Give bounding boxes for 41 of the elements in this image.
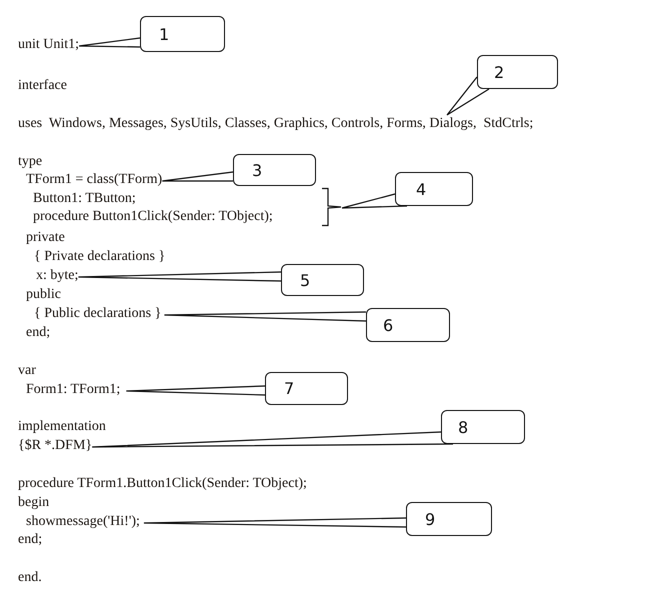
callout-pointer bbox=[446, 76, 490, 116]
code-line: end; bbox=[18, 531, 42, 549]
code-line: end. bbox=[18, 569, 42, 587]
code-line: Button1: TButton; bbox=[33, 190, 136, 208]
callout-box: 7 bbox=[265, 372, 348, 405]
code-line: {$R *.DFM} bbox=[18, 437, 92, 455]
callout-box: 6 bbox=[366, 308, 450, 342]
code-line: { Private declarations } bbox=[34, 248, 166, 266]
code-line: private bbox=[26, 229, 65, 247]
callout-box: 3 bbox=[233, 154, 316, 186]
code-line: { Public declarations } bbox=[34, 305, 164, 323]
code-line: x: byte; bbox=[36, 267, 78, 285]
callout-pointer bbox=[143, 517, 407, 528]
callout-box: 8 bbox=[441, 410, 525, 444]
callout-box: 5 bbox=[281, 264, 364, 296]
code-line: unit Unit1; bbox=[18, 36, 80, 54]
callout-pointer bbox=[341, 193, 408, 209]
callout-box: 2 bbox=[477, 55, 558, 89]
callout-box: 4 bbox=[395, 172, 473, 206]
callout-pointer bbox=[162, 171, 234, 182]
code-line: Form1: TForm1; bbox=[26, 381, 126, 399]
code-line: procedure TForm1.Button1Click(Sender: TObject); bbox=[18, 475, 307, 493]
curly-bracket bbox=[322, 188, 342, 226]
callout-box: 9 bbox=[406, 502, 492, 536]
code-line: end; bbox=[26, 324, 50, 342]
code-line: begin bbox=[18, 494, 50, 512]
callout-pointer bbox=[164, 311, 367, 322]
code-line: type bbox=[18, 153, 42, 171]
code-line: interface bbox=[18, 77, 67, 95]
callout-pointer bbox=[78, 37, 141, 48]
code-line: implementation bbox=[18, 418, 106, 436]
callout-box: 1 bbox=[140, 16, 225, 52]
callout-pointer bbox=[78, 271, 282, 282]
callout-pointer bbox=[92, 431, 454, 448]
callout-pointer bbox=[126, 385, 266, 396]
code-line: public bbox=[26, 286, 61, 304]
code-line: showmessage('Hi!'); bbox=[26, 513, 144, 531]
code-line: var bbox=[18, 362, 36, 380]
code-line: TForm1 = class(TForm) bbox=[26, 171, 162, 189]
code-line: uses Windows, Messages, SysUtils, Classes, Graphics, Controls, Forms, Dialogs, StdCtrls; bbox=[18, 115, 534, 133]
code-line: procedure Button1Click(Sender: TObject); bbox=[33, 208, 273, 226]
